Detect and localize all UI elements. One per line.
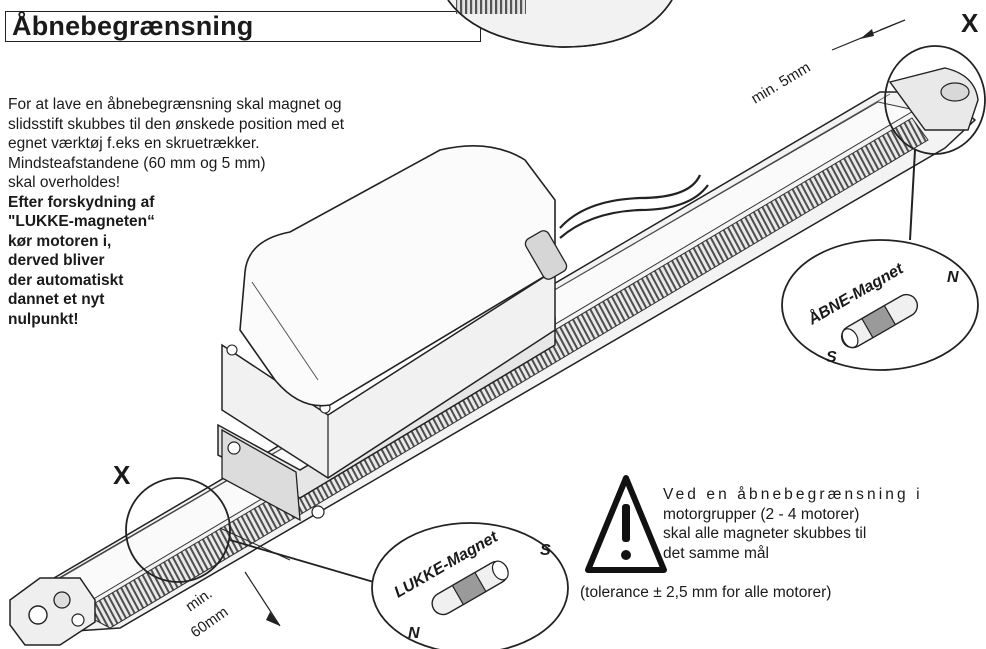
intro-bold-line: kør motoren i, — [8, 232, 112, 250]
detail-x-left: X — [113, 460, 131, 490]
warning-line: skal alle magneter skubbes til — [663, 525, 867, 542]
intro-bold-line: Efter forskydning af — [8, 193, 155, 211]
tolerance-text: (tolerance ± 2,5 mm for alle motorer) — [580, 584, 832, 601]
intro-bold-line: "LUKKE-magneten“ — [8, 213, 155, 230]
warning-text: Ved en åbnebegrænsning i motorgrupper (2… — [663, 485, 923, 563]
intro-line: egnet værktøj f.eks en skruetrækker. — [8, 135, 260, 152]
intro-bold-line: dannet et nyt — [8, 291, 105, 308]
motor-housing — [217, 145, 709, 522]
warning-line: Ved en åbnebegrænsning i — [663, 486, 923, 503]
warning-line: det samme mål — [663, 544, 769, 562]
close-magnet-callout: LUKKE-Magnet N S — [371, 522, 569, 649]
detail-circle-right — [884, 45, 986, 241]
intro-line: slidsstift skubbes til den ønskede posit… — [8, 115, 345, 133]
warning-icon — [585, 475, 667, 573]
intro-line: For at lave en åbnebegrænsning skal magn… — [8, 96, 342, 113]
intro-bold-line: der automatiskt — [8, 271, 124, 289]
front-bracket — [9, 577, 96, 646]
intro-text: For at lave en åbnebegrænsning skal magn… — [8, 95, 478, 329]
detail-circle-top — [447, 0, 673, 48]
close-magnet-pole-n: N — [408, 625, 420, 642]
intro-bold-line: nulpunkt! — [8, 310, 79, 328]
open-magnet-callout: ÅBNE-Magnet S N — [781, 239, 979, 371]
intro-line: Mindsteafstandene (60 mm og 5 mm) — [8, 154, 266, 172]
rail-end-right — [888, 67, 979, 131]
title-box: Åbnebegrænsning — [5, 11, 481, 42]
open-magnet-pole-s: S — [826, 349, 837, 366]
open-magnet-pole-n: N — [947, 269, 959, 286]
warning-line: motorgrupper (2 - 4 motorer) — [663, 505, 860, 523]
page-title: Åbnebegrænsning — [12, 11, 254, 41]
dim-5mm-label: min. 5mm — [748, 59, 813, 107]
intro-bold-line: derved bliver — [8, 252, 105, 269]
close-magnet-pole-s: S — [540, 542, 551, 559]
detail-x-right: X — [961, 8, 979, 38]
intro-line: skal overholdes! — [8, 174, 121, 191]
